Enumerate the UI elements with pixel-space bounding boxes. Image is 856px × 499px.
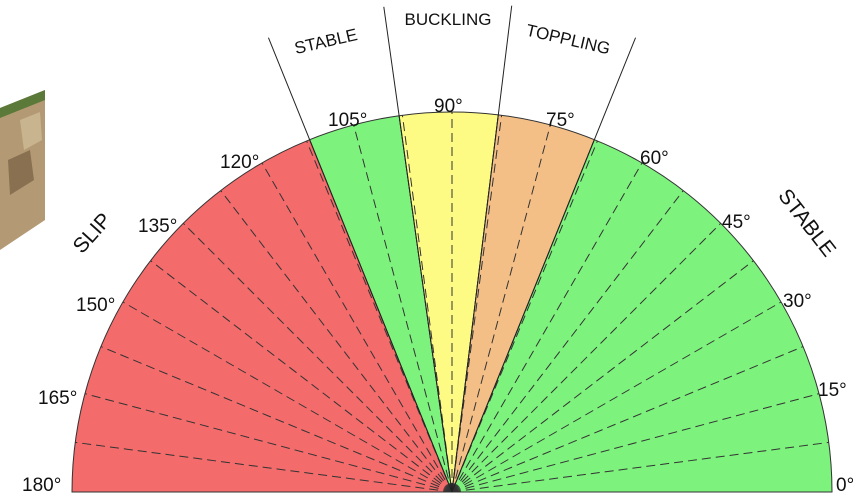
zone-boundary-68 xyxy=(451,37,637,493)
angle-label-165: 165° xyxy=(38,388,77,409)
dip-line-105 xyxy=(353,124,453,493)
dip-line-150 xyxy=(122,301,453,493)
dip-line-142.5 xyxy=(150,260,453,493)
angle-label-45: 45° xyxy=(722,212,751,233)
dip-direction-lines xyxy=(72,112,832,493)
dip-line-127.5 xyxy=(220,190,453,493)
dip-line-7.5 xyxy=(451,441,829,493)
sector-slip-0 xyxy=(71,139,453,493)
dip-line-67.5 xyxy=(451,140,598,493)
zone-label-stable-right: STABLE xyxy=(773,185,840,261)
dip-line-37.5 xyxy=(451,260,754,493)
angle-label-120: 120° xyxy=(220,152,259,173)
dip-line-97.5 xyxy=(401,115,453,493)
dip-line-60 xyxy=(451,162,643,493)
dip-line-82.5 xyxy=(451,115,503,493)
zone-label-buckling: BUCKLING xyxy=(405,10,492,29)
dip-line-75 xyxy=(451,124,551,493)
angle-label-30: 30° xyxy=(783,291,812,312)
dip-line-45 xyxy=(451,222,722,493)
angle-label-60: 60° xyxy=(640,148,669,169)
dip-line-165 xyxy=(84,393,453,493)
zone-boundary-83 xyxy=(451,5,513,493)
zone-boundary-112 xyxy=(267,37,453,493)
angle-label-90: 90° xyxy=(434,96,463,117)
rock-photo-fragment xyxy=(0,90,45,250)
dip-line-112.5 xyxy=(306,140,453,493)
zone-label-toppling: TOPPLING xyxy=(524,21,612,59)
sector-stable-4 xyxy=(451,139,833,493)
zone-label-stable-top: STABLE xyxy=(293,25,360,58)
dip-line-30 xyxy=(451,301,782,493)
zone-boundary-98 xyxy=(383,6,453,493)
zone-sectors xyxy=(71,111,833,493)
angle-label-180: 180° xyxy=(22,475,61,496)
dip-line-157.5 xyxy=(100,346,453,493)
zone-label-slip: SLIP xyxy=(69,209,117,258)
zone-boundary-lines xyxy=(267,5,637,493)
angle-label-105: 105° xyxy=(328,110,367,131)
angle-label-0: 0° xyxy=(836,475,854,496)
dip-line-15 xyxy=(451,393,820,493)
angle-label-75: 75° xyxy=(546,110,575,131)
dip-line-120 xyxy=(261,162,453,493)
dip-line-172.5 xyxy=(75,441,453,493)
angle-label-15: 15° xyxy=(818,380,847,401)
angle-label-150: 150° xyxy=(76,295,115,316)
dip-line-52.5 xyxy=(451,190,684,493)
angle-label-135: 135° xyxy=(138,216,177,237)
dip-line-135 xyxy=(182,222,453,493)
dip-line-22.5 xyxy=(451,346,804,493)
